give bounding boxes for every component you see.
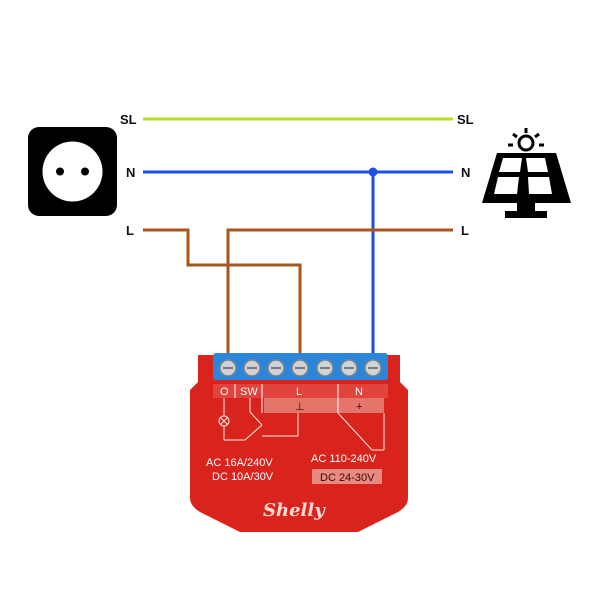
left-sl-label: SL [120, 112, 137, 127]
l-terminal-panel [264, 398, 384, 413]
terminal-screws [219, 359, 382, 377]
left-n-label: N [126, 165, 135, 180]
rating-ac-supply: AC 110-240V [311, 453, 377, 465]
right-n-label: N [461, 165, 470, 180]
brand-logo: Shelly [263, 500, 326, 521]
left-l-label: L [126, 223, 134, 238]
rating-ac-relay: AC 16A/240V [206, 457, 273, 469]
right-sl-label: SL [457, 112, 474, 127]
rating-dc-relay: DC 10A/30V [212, 471, 274, 483]
terminal-o-label: O [220, 386, 229, 398]
terminal-l-label: L [296, 386, 302, 398]
internal-schematic [218, 398, 385, 451]
terminal-n-label: N [355, 386, 363, 398]
ground-symbol: ⊥ [295, 401, 305, 413]
power-socket-icon [28, 127, 117, 216]
n-junction [368, 167, 378, 177]
rating-dc-supply-box [312, 469, 382, 484]
plus-symbol: + [356, 401, 362, 413]
l-wire-source [143, 228, 302, 357]
l-wire-load [226, 228, 453, 357]
terminal-sw-label: SW [240, 386, 258, 398]
solar-panel-icon [482, 128, 571, 218]
right-l-label: L [461, 223, 469, 238]
rating-dc-supply: DC 24-30V [320, 472, 375, 484]
shelly-relay-device: O SW L N ⊥ + AC 16A/240V DC 10A/30V AC 1… [190, 353, 408, 532]
